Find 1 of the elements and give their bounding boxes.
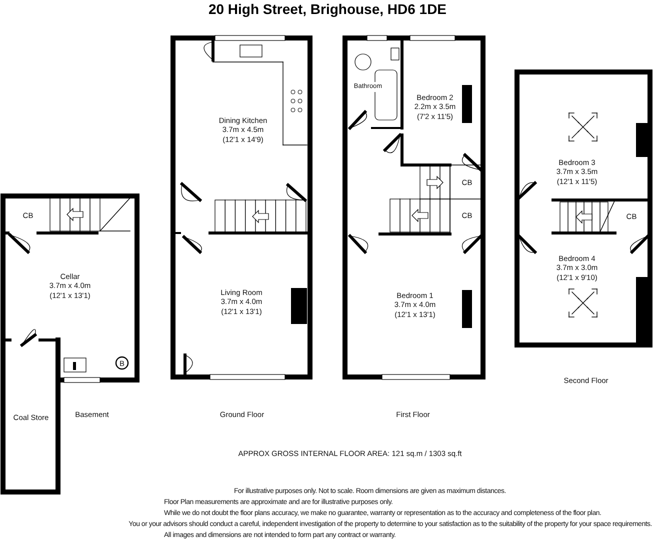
title: 20 High Street, Brighouse, HD6 1DE	[207, 1, 448, 17]
